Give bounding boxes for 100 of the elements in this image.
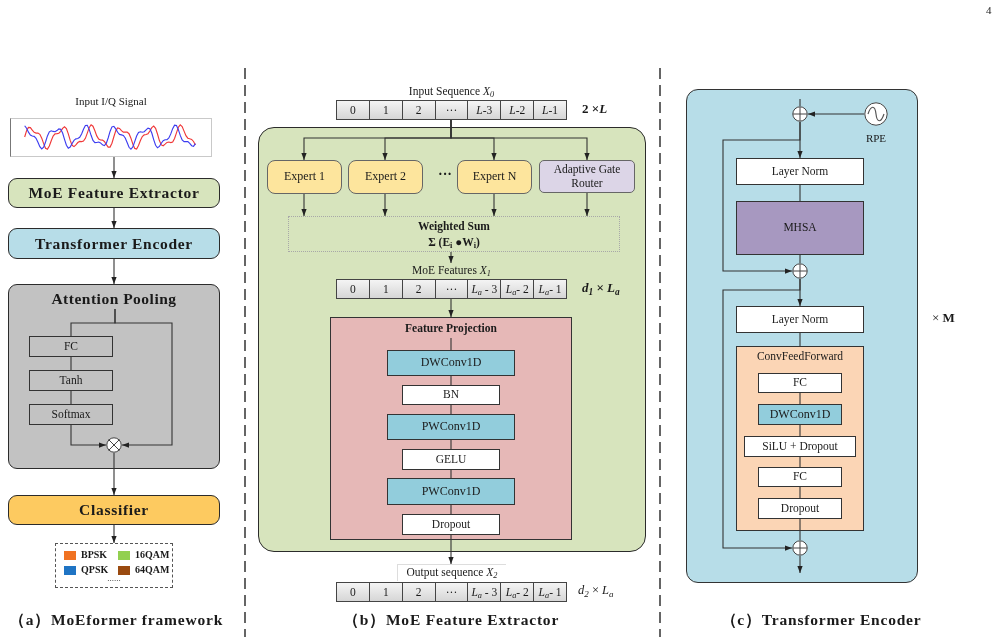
connector-line <box>799 98 801 107</box>
sequence-cell: 0 <box>336 279 370 299</box>
layer-block: Softmax <box>29 404 113 425</box>
arrow <box>301 193 307 217</box>
sequence-cell: 2 <box>401 100 436 120</box>
sequence-label: Input Sequence X$_{0}$ <box>408 84 495 99</box>
class-list-box <box>55 543 173 588</box>
connector-line <box>799 332 801 347</box>
sequence-cell: 0 <box>336 582 370 602</box>
connector-line <box>450 337 452 351</box>
connector-line <box>450 439 452 450</box>
module-block: Transformer Encoder <box>8 228 220 259</box>
sum-title: Weighted Sum <box>418 219 490 234</box>
arrow <box>807 111 865 117</box>
circled-plus-icon <box>792 540 808 556</box>
ellipsis-text: ...... <box>107 574 121 582</box>
arrow <box>491 193 497 217</box>
sequence-cell: 0 <box>336 100 370 120</box>
block-title: ConvFeedForward <box>756 350 844 364</box>
circled-x-icon <box>106 437 122 453</box>
sum-region <box>288 216 620 252</box>
figure-caption: （b）MoE Feature Extractor <box>342 611 560 630</box>
extractor-panel <box>258 127 646 552</box>
arrow <box>114 308 173 448</box>
arrow <box>382 193 388 217</box>
attention-block: MHSA <box>736 201 864 255</box>
expert-block: Expert N <box>457 160 532 194</box>
connector-line <box>799 486 801 499</box>
arrow <box>450 119 590 161</box>
connector-line <box>450 404 452 415</box>
sequence-cell: L$_{a}$- 1 <box>533 279 567 299</box>
module-block: MoE Feature Extractor <box>8 178 220 208</box>
layer-block: FC <box>758 373 842 393</box>
projection-block <box>330 317 572 540</box>
figure-caption: （a）MoEformer framework <box>8 611 224 630</box>
layer-block: Layer Norm <box>736 158 864 185</box>
layer-block: DWConv1D <box>758 404 842 425</box>
arrow <box>797 555 803 574</box>
router-block: Adaptive Gate Router <box>539 160 635 193</box>
legend-label: 64QAM <box>135 564 170 576</box>
sequence-cell: 1 <box>368 279 403 299</box>
sequence-cell: L$_{a}$- 1 <box>533 582 567 602</box>
connector-line <box>70 356 72 371</box>
arrow <box>111 207 117 229</box>
ellipsis-text: ··· <box>438 167 452 184</box>
arrow <box>111 452 117 496</box>
sequence-cell: ··· <box>434 582 469 602</box>
sequence-cell: L-1 <box>533 100 567 120</box>
connector-line <box>799 392 801 405</box>
legend-label: BPSK <box>81 549 108 561</box>
sequence-cell: L-3 <box>467 100 502 120</box>
circled-plus-icon <box>792 106 808 122</box>
dimension-label: d$_{1}$ × L$_{a}$ <box>582 280 620 296</box>
block-title: Feature Projection <box>405 322 497 336</box>
arrow <box>448 298 454 318</box>
arrow <box>722 278 801 551</box>
sequence-cell: L-2 <box>500 100 535 120</box>
layer-block: Layer Norm <box>736 306 864 333</box>
connector-line <box>450 375 452 386</box>
legend-label: QPSK <box>81 564 109 576</box>
sequence-cell: ··· <box>434 279 469 299</box>
dimension-label: d$_{2}$ × L$_{a}$ <box>578 583 614 598</box>
sequence-cell: L$_{a}$ - 3 <box>467 279 502 299</box>
layer-block: GELU <box>402 449 500 470</box>
sequence-cell: 2 <box>401 582 436 602</box>
layer-block: SiLU + Dropout <box>744 436 856 457</box>
arrow <box>584 192 590 217</box>
arrow <box>448 251 454 264</box>
connector-line <box>450 504 452 515</box>
layer-block: Tanh <box>29 370 113 391</box>
dimension-label: 2 ×L <box>582 101 608 117</box>
layer-block: PWConv1D <box>387 478 515 505</box>
layer-block: FC <box>758 467 842 487</box>
sum-formula: Σ (E$_{i}$ ●W$_{i}$) <box>428 235 480 250</box>
connector-line <box>799 254 801 264</box>
figure-caption: （c）Transformer Encoder <box>720 611 922 630</box>
connector-line <box>799 424 801 437</box>
connector-line <box>799 184 801 202</box>
arrow <box>448 534 454 565</box>
connector-line <box>70 390 72 405</box>
layer-block: FC <box>29 336 113 357</box>
module-block: Classifier <box>8 495 220 525</box>
sequence-cell: L$_{a}$- 2 <box>500 279 535 299</box>
circled-plus-icon <box>792 263 808 279</box>
arrow <box>70 424 107 448</box>
sequence-cell: 1 <box>368 582 403 602</box>
connector-line <box>799 456 801 468</box>
connector-line <box>450 469 452 479</box>
sequence-cell: 1 <box>368 100 403 120</box>
source-label: RPE <box>865 132 887 146</box>
sine-wave-icon <box>864 102 888 126</box>
connector-line <box>799 518 801 541</box>
arrow <box>722 121 801 274</box>
sequence-label: MoE Features X$_{1}$ <box>412 263 491 278</box>
repeat-label: × M <box>932 310 955 326</box>
sequence-cell: 2 <box>401 279 436 299</box>
arrow <box>111 524 117 544</box>
page-number: 4 <box>986 4 992 18</box>
sequence-cell: ··· <box>434 100 469 120</box>
arrow <box>111 156 117 179</box>
